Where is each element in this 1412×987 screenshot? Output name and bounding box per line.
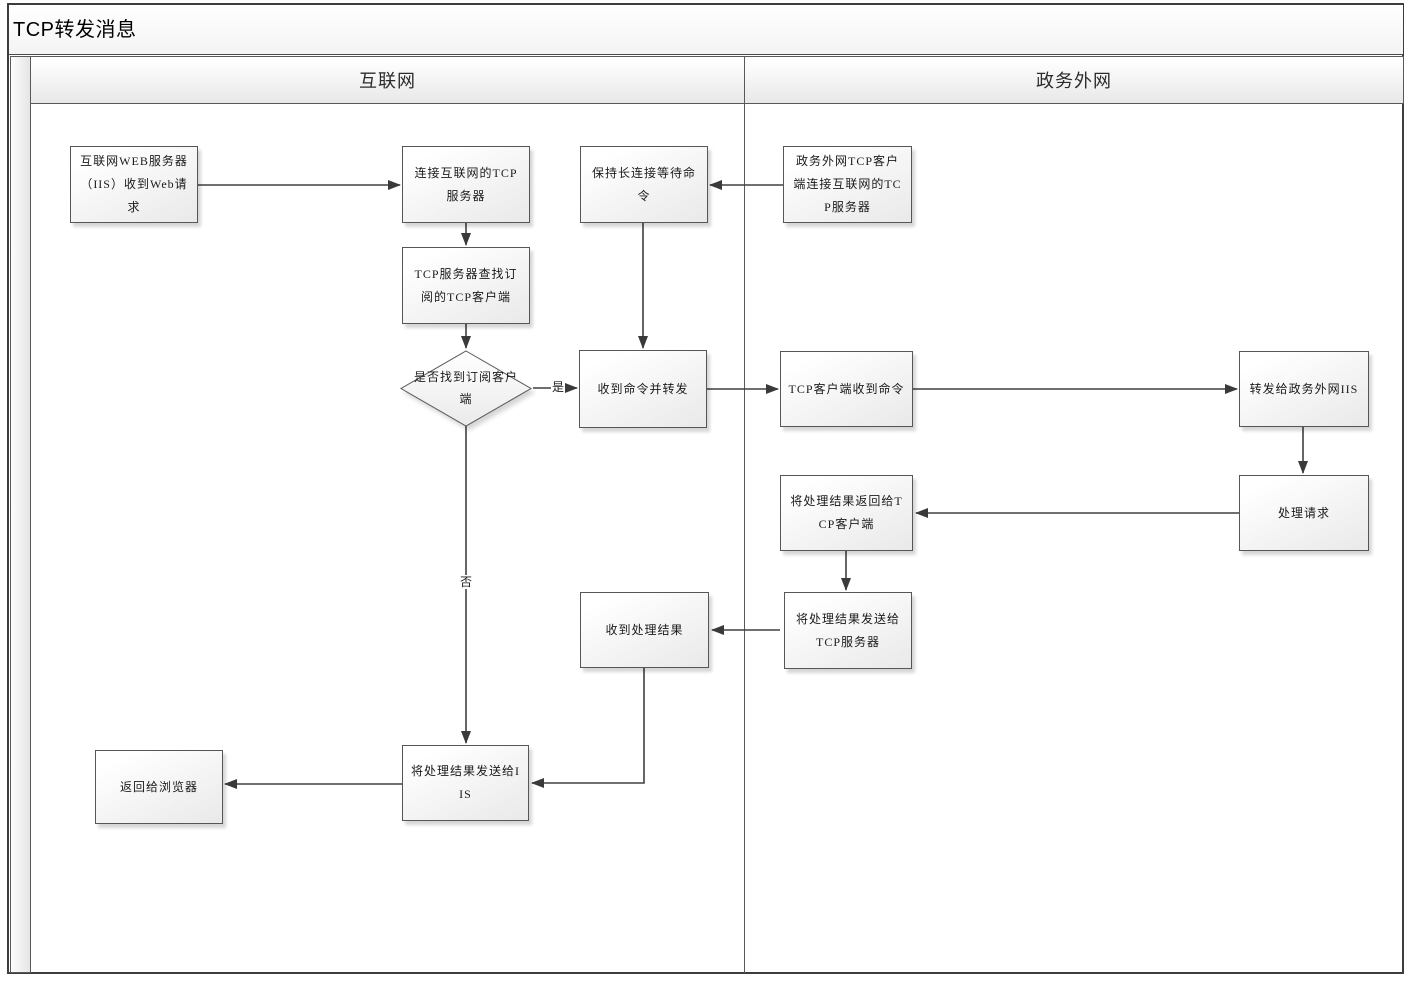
node-tcp-client-receive-command: TCP客户端收到命令: [780, 351, 913, 427]
diagram-title: TCP转发消息: [13, 19, 137, 41]
edge-label-yes: 是: [551, 380, 566, 395]
node-label: 是否找到订阅客户端: [414, 369, 519, 406]
node-label: TCP客户端收到命令: [788, 381, 905, 396]
node-receive-result: 收到处理结果: [580, 592, 709, 668]
node-connect-internet-tcp: 连接互联网的TCP服务器: [402, 146, 530, 223]
node-label: 政务外网TCP客户端连接互联网的TCP服务器: [793, 154, 902, 214]
title-band: [9, 5, 1403, 55]
node-label: 返回给浏览器: [119, 779, 198, 794]
node-label: 转发给政务外网IIS: [1249, 381, 1359, 396]
lane-header-gov-extranet: 政务外网: [744, 56, 1404, 104]
node-label: 保持长连接等待命令: [591, 165, 696, 203]
lane-header-internet: 互联网: [30, 56, 745, 104]
lane-divider: [744, 104, 745, 973]
node-handle-request: 处理请求: [1239, 475, 1369, 551]
node-label: 收到命令并转发: [597, 381, 689, 396]
node-label: 互联网WEB服务器（IIS）收到Web请求: [80, 154, 188, 214]
pool-side-strip: [10, 56, 31, 973]
node-label: 将处理结果发送给IIS: [411, 764, 520, 801]
node-receive-command-forward: 收到命令并转发: [579, 350, 707, 428]
node-send-result-to-iis: 将处理结果发送给IIS: [402, 745, 529, 821]
node-label: 收到处理结果: [605, 622, 684, 637]
node-keep-long-connection: 保持长连接等待命令: [580, 146, 708, 223]
node-forward-to-gov-iis: 转发给政务外网IIS: [1239, 351, 1369, 427]
node-return-to-browser: 返回给浏览器: [95, 750, 223, 824]
diamond-shape: [400, 350, 532, 427]
node-label: 处理请求: [1277, 505, 1330, 520]
node-label: 将处理结果返回给TCP客户端: [790, 494, 903, 531]
node-label: 将处理结果发送给TCP服务器: [795, 611, 900, 649]
lane-label: 互联网: [359, 71, 416, 91]
edge-receiveresult-to-sendiis: [531, 668, 645, 788]
node-tcp-server-find-subscriber: TCP服务器查找订阅的TCP客户端: [402, 247, 530, 324]
lane-label: 政务外网: [1036, 71, 1112, 91]
node-label: 连接互联网的TCP服务器: [414, 165, 518, 203]
node-gov-tcp-client-connect: 政务外网TCP客户端连接互联网的TCP服务器: [783, 146, 912, 223]
node-internet-web-server: 互联网WEB服务器（IIS）收到Web请求: [70, 146, 198, 223]
node-return-result-to-client: 将处理结果返回给TCP客户端: [780, 475, 913, 551]
edge-label-no: 否: [459, 575, 474, 590]
node-label: TCP服务器查找订阅的TCP客户端: [414, 266, 518, 304]
decision-found-subscriber: 是否找到订阅客户端: [400, 350, 532, 427]
node-send-result-to-tcp-server: 将处理结果发送给TCP服务器: [784, 592, 912, 669]
